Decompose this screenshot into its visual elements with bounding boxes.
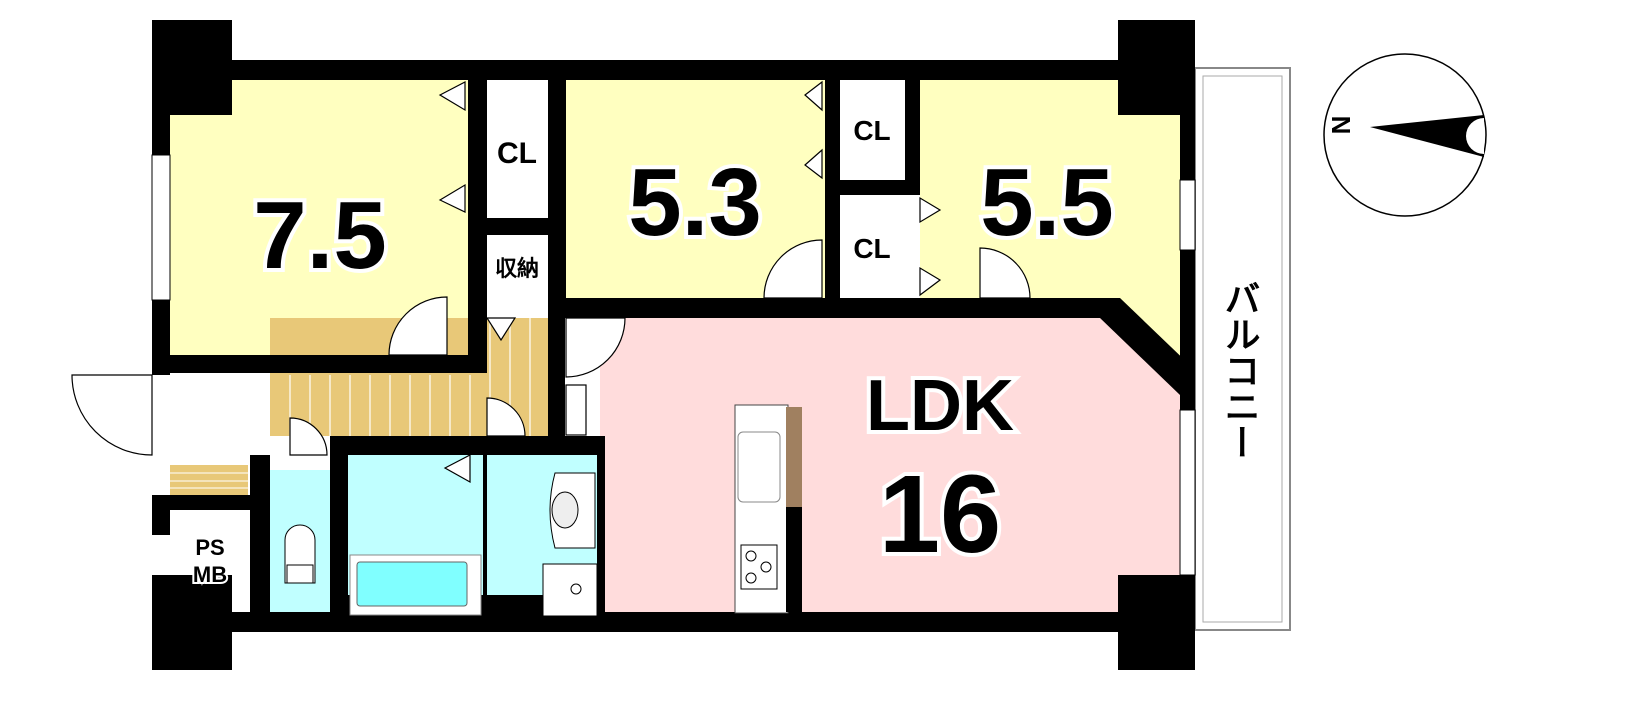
closet-1 — [487, 80, 548, 220]
closet-label-2: CL — [853, 115, 890, 146]
room-size-5-5: 5.5 — [980, 149, 1113, 256]
bathtub-icon — [349, 554, 482, 616]
compass-north-label: N — [1326, 116, 1356, 135]
sink-icon — [737, 431, 781, 503]
windows — [151, 154, 1196, 576]
room-size-5-3: 5.3 — [628, 149, 761, 256]
toilet-icon — [284, 524, 316, 584]
kitchen-counter — [734, 404, 802, 614]
mb-label: MB — [193, 562, 227, 587]
room-size-7-5: 7.5 — [253, 182, 386, 289]
stove-icon — [740, 544, 778, 590]
ps-label: PS — [195, 535, 224, 560]
washbasin-icon — [542, 472, 598, 617]
closet-label-3: CL — [853, 233, 890, 264]
balcony-label: バルコニー — [1220, 280, 1261, 460]
ldk-size: 16 — [879, 453, 1001, 576]
ldk-label: LDK — [866, 366, 1014, 446]
room-western-5-5 — [920, 80, 1180, 385]
balcony-outline — [1194, 67, 1291, 631]
compass-icon: N — [1323, 53, 1487, 217]
washing-machine-icon — [542, 563, 598, 617]
doors — [71, 80, 1031, 484]
storage-label: 収納 — [495, 256, 539, 281]
walls — [152, 20, 1195, 670]
closet-label-1: CL — [497, 137, 537, 170]
entrance-step — [170, 465, 248, 495]
